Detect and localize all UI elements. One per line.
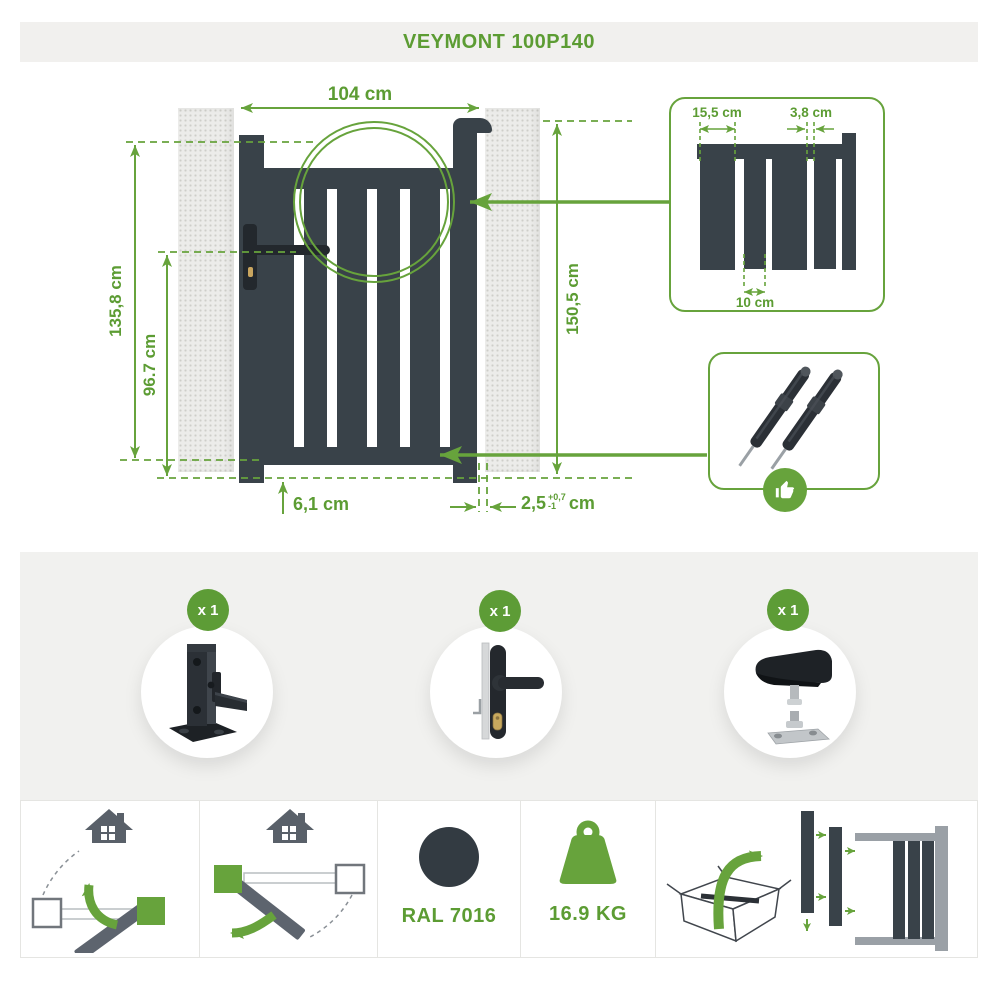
header-bar: VEYMONT 100P140 [20,22,978,62]
spec-row: RAL 7016 16.9 KG [20,800,978,958]
detail-gap-label: 3,8 cm [790,105,832,120]
slat-detail-box: 15,5 cm 3,8 cm 10 cm [669,97,885,312]
gate-bottom-rail [264,447,453,465]
dim-side-gap-unit: cm [568,493,595,513]
gate-right-foot [455,465,475,478]
weight-label: 16.9 KG [549,903,627,925]
opening-direction-left-cell [21,801,200,957]
opening-right-icon [214,809,366,940]
dim-width: 104 cm [327,84,393,105]
gate-hinge-stile [453,126,477,483]
ground-catch-icon [755,649,832,745]
thumbs-up-icon [775,480,795,499]
gate-handle-lever [252,245,330,255]
hinge-detail-box [708,352,880,490]
quality-thumb-badge [763,468,807,512]
part-qty-badge: x 1 [767,589,809,631]
ral-color-swatch [419,827,479,887]
gate-hanging-stile [239,135,264,483]
opening-direction-right-cell [200,801,378,957]
part-gate-stop [141,626,273,758]
part-qty-badge: x 1 [187,589,229,631]
detail-narrow-slat-label: 10 cm [736,295,774,310]
gate-handle-plate [243,224,257,290]
dim-side-gap-value: 2,5 [521,493,547,513]
dim-ground-clearance: 6,1 cm [293,494,350,514]
dim-pillar-height: 150,5 cm [563,263,582,335]
detail-wide-slat-label: 15,5 cm [692,105,742,120]
weight-spec-cell: 16.9 KG [521,801,656,957]
hinges-drawing [738,366,843,470]
part-handle [430,626,562,758]
dim-side-gap: 2,5 +0,7 -1 cm [521,491,595,514]
assembly-diagram [666,811,948,951]
page-title: VEYMONT 100P140 [402,30,596,53]
dim-handle-height: 96.7 cm [140,333,159,397]
dim-total-height: 135,8 cm [106,265,125,337]
gate-key-cylinder [248,267,253,277]
part-qty-badge: x 1 [479,590,521,632]
weight-icon [559,820,617,884]
part-ground-catch [724,626,856,758]
left-pillar [178,108,234,472]
assembly-cell [656,801,977,957]
handle-icon [473,642,544,740]
right-pillar [485,108,540,472]
ral-color-label: RAL 7016 [401,905,497,927]
opening-left-icon [31,809,165,953]
slat-detail-drawing: 15,5 cm 3,8 cm 10 cm [692,105,856,310]
dim-side-gap-tolerance: +0,7 -1 [548,491,566,511]
gate-left-foot [241,465,262,478]
gate-top-rail [264,168,453,189]
color-spec-cell: RAL 7016 [378,801,521,957]
gate-slats [264,189,453,447]
gate-stop-icon [169,643,247,742]
